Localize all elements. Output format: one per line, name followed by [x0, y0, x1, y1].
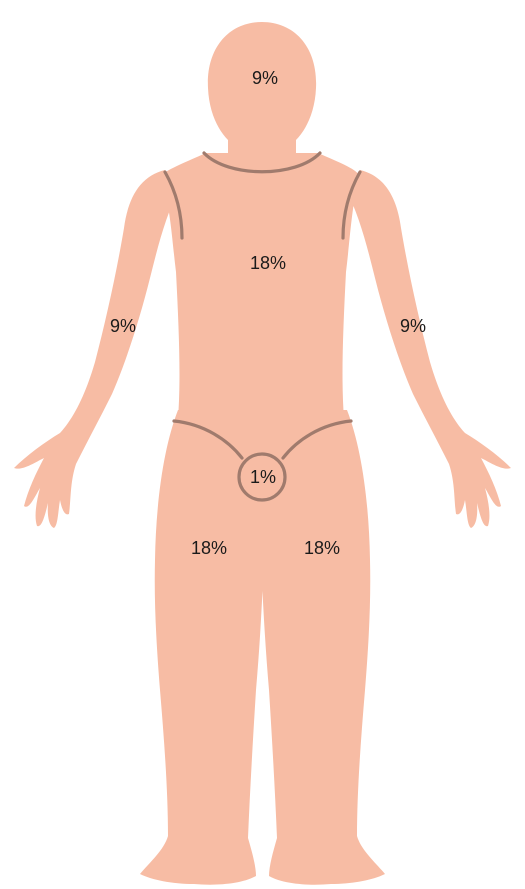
right-arm-percentage: 9% — [110, 316, 136, 336]
genitals-percentage: 1% — [250, 467, 276, 487]
right-leg-percentage: 18% — [191, 538, 227, 558]
head-percentage: 9% — [252, 68, 278, 88]
left-leg-percentage: 18% — [304, 538, 340, 558]
torso-percentage: 18% — [250, 253, 286, 273]
left-arm-shape — [345, 170, 511, 528]
head-shape — [208, 22, 316, 156]
torso-shape — [160, 153, 360, 418]
right-leg-shape — [140, 410, 268, 885]
left-leg-shape — [257, 410, 385, 885]
right-arm-shape — [14, 170, 180, 528]
left-arm-percentage: 9% — [400, 316, 426, 336]
